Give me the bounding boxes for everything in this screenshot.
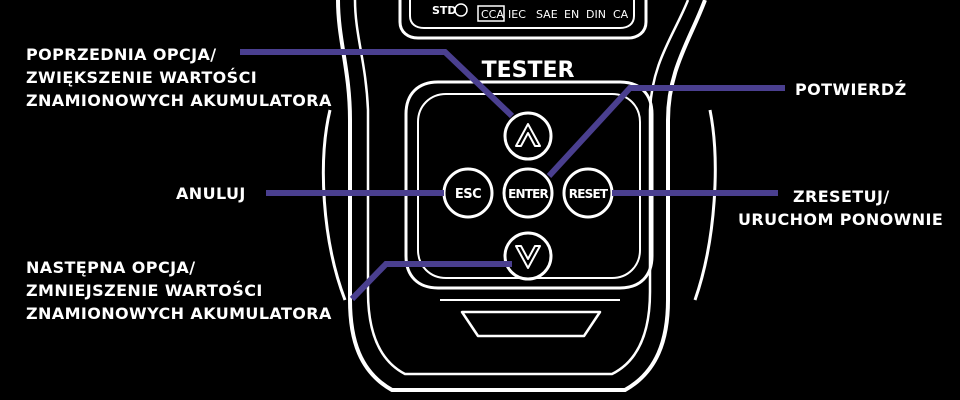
brand-label: TESTER xyxy=(482,58,575,83)
callout-prev-option-line-2: ZWIĘKSZENIE WARTOŚCI xyxy=(26,68,258,87)
leader-next-option xyxy=(349,261,512,302)
callout-reset-restart: ZRESETUJ/ URUCHOM PONOWNIE xyxy=(738,185,943,231)
standard-ca: CA xyxy=(613,8,629,21)
callout-cancel: ANULUJ xyxy=(176,182,246,205)
button-enter[interactable]: ENTER xyxy=(502,167,554,219)
button-up[interactable] xyxy=(503,111,553,161)
device-body xyxy=(321,0,717,392)
button-esc[interactable]: ESC xyxy=(442,167,494,219)
leader-confirm xyxy=(546,85,785,179)
leader-prev-option xyxy=(240,49,515,119)
callout-next-option-line-3: ZNAMIONOWYCH AKUMULATORA xyxy=(26,304,332,323)
callout-prev-option-line-1: POPRZEDNIA OPCJA/ xyxy=(26,45,217,64)
chevron-down-icon xyxy=(515,245,541,269)
callout-prev-option-line-3: ZNAMIONOWYCH AKUMULATORA xyxy=(26,91,332,110)
callout-confirm: POTWIERDŹ xyxy=(795,78,907,101)
standard-cca: CCA xyxy=(481,8,504,21)
button-reset[interactable]: RESET xyxy=(562,167,614,219)
callout-next-option: NASTĘPNA OPCJA/ ZMNIEJSZENIE WARTOŚCI ZN… xyxy=(26,256,332,325)
leader-lines xyxy=(240,49,785,302)
standard-sae: SAE xyxy=(536,8,558,21)
std-badge: STD xyxy=(432,4,457,17)
std-badge-icon xyxy=(454,3,468,17)
callout-reset-restart-line-2: URUCHOM PONOWNIE xyxy=(738,210,944,229)
chevron-up-icon xyxy=(515,123,541,147)
standard-en: EN xyxy=(564,8,579,21)
callout-cancel-line-1: ANULUJ xyxy=(176,184,246,203)
esc-label: ESC xyxy=(455,187,481,202)
standard-din: DIN xyxy=(586,8,606,21)
reset-label: RESET xyxy=(569,187,609,201)
callout-prev-option: POPRZEDNIA OPCJA/ ZWIĘKSZENIE WARTOŚCI Z… xyxy=(26,43,332,112)
callout-reset-restart-line-1: ZRESETUJ/ xyxy=(793,187,890,206)
callout-confirm-line-1: POTWIERDŹ xyxy=(795,80,907,99)
cca-box xyxy=(477,5,505,22)
enter-label: ENTER xyxy=(508,187,548,201)
standard-iec: IEC xyxy=(508,8,526,21)
callout-next-option-line-1: NASTĘPNA OPCJA/ xyxy=(26,258,196,277)
callout-next-option-line-2: ZMNIEJSZENIE WARTOŚCI xyxy=(26,281,263,300)
button-down[interactable] xyxy=(503,231,553,281)
screen-standards-row: STD CCA IEC SAE EN DIN CA xyxy=(432,3,629,22)
